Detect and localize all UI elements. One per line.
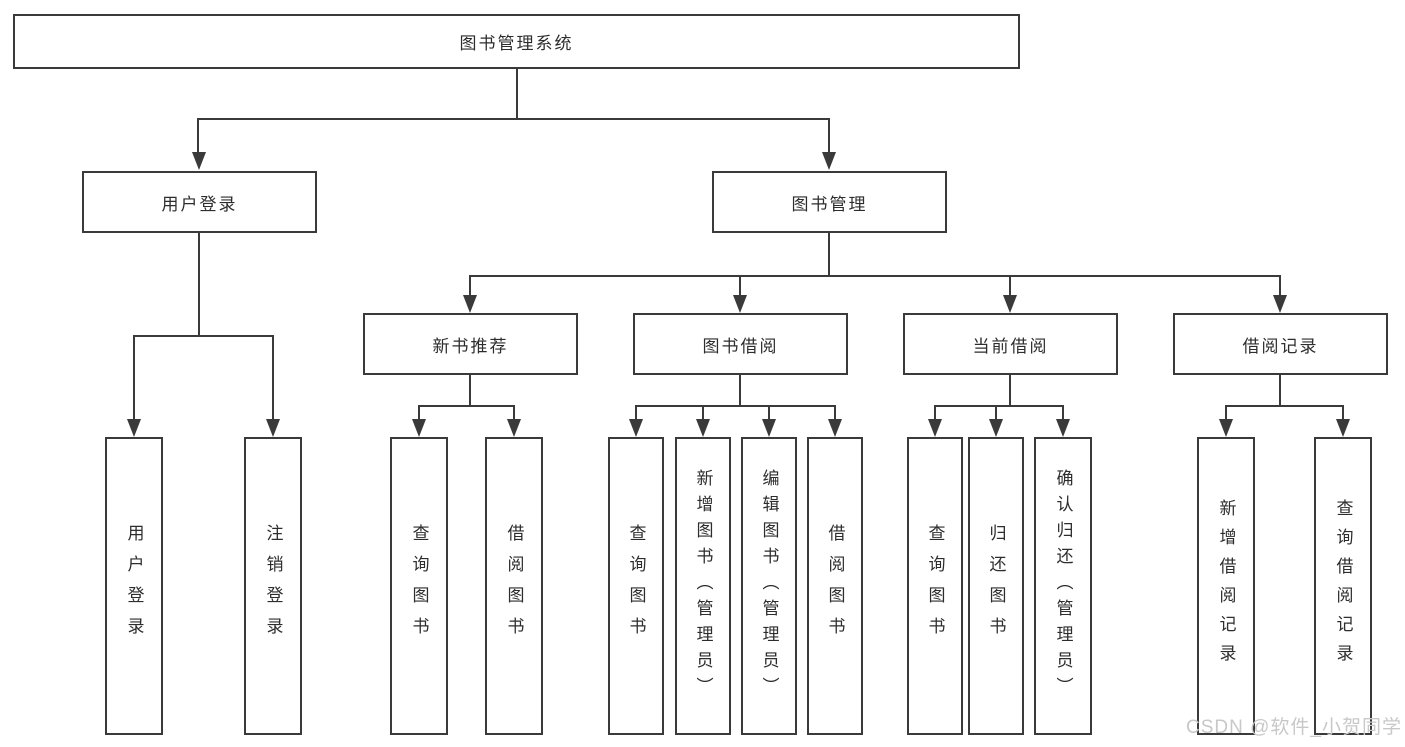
arrow-down-icon [1056,419,1070,437]
arrow-down-icon [1003,295,1017,313]
leaf-label: 借阅图书 [504,524,524,648]
arrow-down-icon [507,419,521,437]
connector-drop [702,405,704,421]
node-book-borrow-label: 图书借阅 [702,336,779,356]
connector-borrow-trunk [739,375,741,407]
arrow-down-icon [989,419,1003,437]
node-book-management-label: 图书管理 [791,194,868,214]
node-new-book-recommend-label: 新书推荐 [432,336,509,356]
arrow-down-icon [192,152,206,170]
node-user-login-label: 用户登录 [161,194,238,214]
arrow-down-icon [266,419,280,437]
arrow-down-icon [1336,419,1350,437]
connector-drop [995,405,997,421]
leaf-label: 查询图书 [409,524,429,648]
csdn-watermark: CSDN @软件_小贺同学 [1186,717,1402,738]
connector-drop [1062,405,1064,421]
leaf-records-query-record: 查询借阅记录 [1314,437,1372,735]
arrow-down-icon [928,419,942,437]
arrow-down-icon [828,419,842,437]
arrow-down-icon [1219,419,1233,437]
connector-records-split [1225,405,1344,407]
node-book-borrow: 图书借阅 [633,313,848,375]
node-root: 图书管理系统 [13,14,1020,69]
node-borrow-records-label: 借阅记录 [1242,336,1319,356]
connector-drop [828,118,830,154]
connector-newbook-trunk [469,375,471,407]
leaf-label: 编辑图书（管理员） [759,469,779,703]
arrow-down-icon [762,419,776,437]
connector-borrow-split [635,405,836,407]
connector-root-split [197,118,830,120]
connector-current-trunk [1009,375,1011,407]
connector-drop [635,405,637,421]
leaf-label: 用户登录 [124,524,144,648]
leaf-current-confirm-return-admin: 确认归还（管理员） [1034,437,1092,735]
leaf-borrow-borrow-books: 借阅图书 [807,437,863,735]
connector-drop [418,405,420,421]
leaf-label: 查询借阅记录 [1333,499,1353,673]
leaf-label: 查询图书 [626,524,646,648]
arrow-down-icon [733,295,747,313]
leaf-current-return-books: 归还图书 [968,437,1024,735]
node-book-management: 图书管理 [712,171,947,233]
leaf-borrow-add-books-admin: 新增图书（管理员） [675,437,731,735]
arrow-down-icon [1273,295,1287,313]
leaf-label: 新增借阅记录 [1216,499,1236,673]
connector-login-split [133,335,274,337]
node-user-login: 用户登录 [82,171,317,233]
node-current-borrow-label: 当前借阅 [972,336,1049,356]
connector-drop [934,405,936,421]
node-borrow-records: 借阅记录 [1173,313,1388,375]
leaf-label: 归还图书 [986,524,1006,648]
connector-records-trunk [1279,375,1281,407]
node-new-book-recommend: 新书推荐 [363,313,578,375]
leaf-label: 新增图书（管理员） [693,469,713,703]
connector-root-trunk [516,69,518,120]
arrow-down-icon [629,419,643,437]
connector-drop [739,275,741,297]
leaf-records-add-record: 新增借阅记录 [1197,437,1255,735]
leaf-label: 注销登录 [263,524,283,648]
leaf-newbook-borrow-books: 借阅图书 [485,437,543,735]
connector-management-trunk [828,233,830,277]
arrow-down-icon [822,152,836,170]
connector-newbook-split [418,405,515,407]
leaf-login-logout: 注销登录 [244,437,302,735]
leaf-newbook-query-books: 查询图书 [390,437,448,735]
connector-drop [133,335,135,420]
leaf-label: 确认归还（管理员） [1053,469,1073,703]
connector-current-split [934,405,1064,407]
arrow-down-icon [696,419,710,437]
arrow-down-icon [463,295,477,313]
connector-login-trunk [198,233,200,337]
connector-drop [1279,275,1281,297]
connector-drop [469,275,471,297]
connector-drop [834,405,836,421]
connector-management-split [469,275,1281,277]
leaf-borrow-edit-books-admin: 编辑图书（管理员） [741,437,797,735]
connector-drop [1342,405,1344,421]
node-root-label: 图书管理系统 [459,34,574,53]
arrow-down-icon [127,419,141,437]
node-current-borrow: 当前借阅 [903,313,1118,375]
connector-drop [1225,405,1227,421]
connector-drop [768,405,770,421]
arrow-down-icon [412,419,426,437]
connector-drop [513,405,515,421]
leaf-login-user-login: 用户登录 [105,437,163,735]
connector-drop [272,335,274,420]
leaf-borrow-query-books: 查询图书 [608,437,664,735]
connector-drop [197,118,199,154]
leaf-label: 查询图书 [925,524,945,648]
leaf-label: 借阅图书 [825,524,845,648]
connector-drop [1009,275,1011,297]
leaf-current-query-books: 查询图书 [907,437,963,735]
